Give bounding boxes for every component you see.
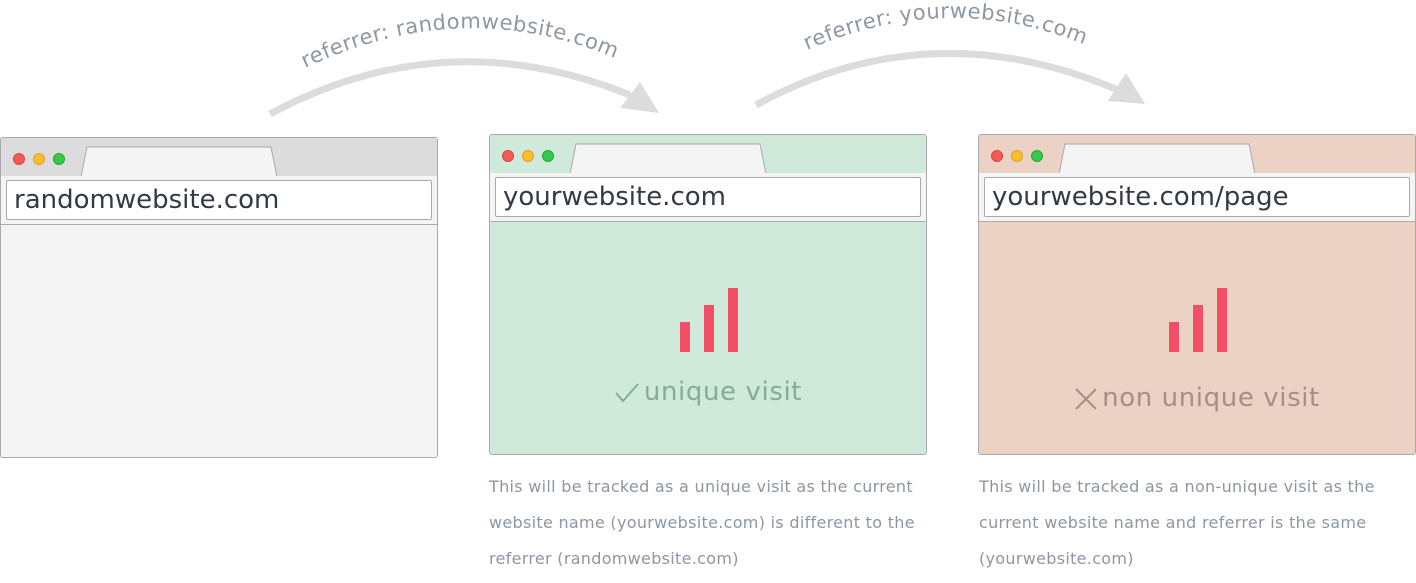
- checkmark-icon: [615, 382, 639, 403]
- toolbar: yourwebsite.com/page: [979, 173, 1415, 222]
- arrow-head-2: [1108, 73, 1145, 104]
- title-bar: [1, 138, 437, 177]
- maximize-dot-icon: [1031, 150, 1043, 162]
- referrer-label-2: referrer: yourwebsite.com: [800, 0, 1092, 55]
- close-dot-icon: [502, 150, 514, 162]
- address-bar: randomwebsite.com: [6, 180, 432, 220]
- minimize-dot-icon: [522, 150, 534, 162]
- verdict-text: unique visit: [643, 377, 803, 407]
- close-dot-icon: [13, 153, 25, 165]
- toolbar: randomwebsite.com: [1, 176, 437, 225]
- maximize-dot-icon: [542, 150, 554, 162]
- verdict-label: unique visit: [490, 377, 926, 407]
- stats-bars-icon: [680, 288, 738, 352]
- browser-tab: [81, 146, 278, 177]
- arrow-head-1: [620, 82, 659, 113]
- stats-bars-icon: [1169, 288, 1227, 352]
- verdict-label: non unique visit: [979, 383, 1415, 413]
- referrer-label-1: referrer: randomwebsite.com: [297, 9, 623, 72]
- browser-window-referrer: randomwebsite.com: [0, 137, 438, 458]
- browser-tab: [570, 143, 767, 174]
- browser-window-unique-visit: yourwebsite.com unique visit: [489, 134, 927, 455]
- address-bar: yourwebsite.com/page: [984, 177, 1410, 217]
- address-bar: yourwebsite.com: [495, 177, 921, 217]
- minimize-dot-icon: [1011, 150, 1023, 162]
- title-bar: [490, 135, 926, 174]
- unique-visit-description: This will be tracked as a unique visit a…: [489, 477, 915, 568]
- close-dot-icon: [991, 150, 1003, 162]
- minimize-dot-icon: [33, 153, 45, 165]
- title-bar: [979, 135, 1415, 174]
- referrer-arrow-2: [754, 49, 1120, 109]
- toolbar: yourwebsite.com: [490, 173, 926, 222]
- maximize-dot-icon: [53, 153, 65, 165]
- browser-window-non-unique-visit: yourwebsite.com/page non unique visit: [978, 134, 1416, 455]
- non-unique-visit-description: This will be tracked as a non-unique vis…: [979, 477, 1375, 568]
- referrer-arrow-1: [268, 58, 632, 118]
- verdict-text: non unique visit: [1102, 383, 1320, 413]
- cross-icon: [1075, 387, 1097, 410]
- browser-tab: [1059, 143, 1256, 174]
